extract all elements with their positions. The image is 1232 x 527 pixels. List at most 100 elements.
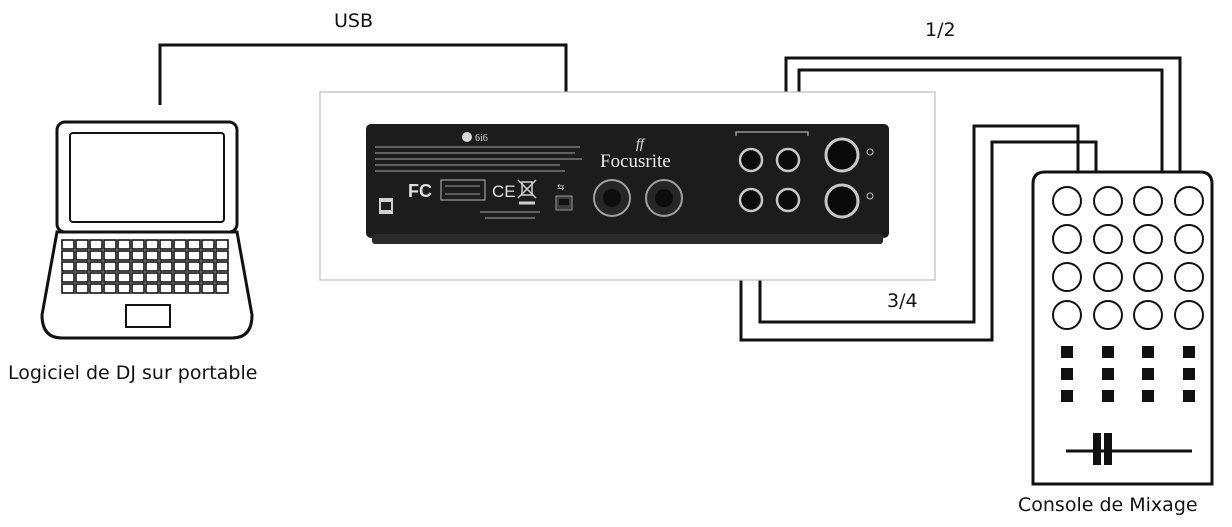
keyboard-key — [159, 261, 173, 272]
model-label: 6i6 — [475, 133, 488, 144]
keyboard-key — [103, 261, 117, 272]
combo-input-2-jack — [824, 183, 860, 219]
mixer-knob — [1174, 262, 1204, 292]
line-output-3-jack — [738, 187, 764, 213]
keyboard-key — [103, 239, 117, 250]
audio-interface: 6i6 FC CE ⇆ — [366, 124, 889, 244]
mixer-knob — [1052, 262, 1082, 292]
mixer-caption: Console de Mixage — [1018, 494, 1198, 516]
keyboard-key — [187, 283, 201, 294]
mixer-button — [1061, 390, 1073, 402]
mixer-button — [1142, 346, 1154, 358]
keyboard-key — [131, 283, 145, 294]
usb-label: USB — [334, 10, 374, 32]
mixer-button — [1142, 368, 1154, 380]
crossfader-icon — [1093, 433, 1101, 465]
mixer-button — [1061, 368, 1073, 380]
mixer-knob — [1174, 186, 1204, 216]
keyboard-key — [89, 261, 103, 272]
output-1-cable — [784, 56, 1182, 172]
keyboard-key — [145, 239, 159, 250]
mixer-knob — [1133, 224, 1163, 254]
keyboard-key — [159, 283, 173, 294]
keyboard-key — [75, 272, 89, 283]
keyboard-key — [131, 272, 145, 283]
line-output-1-jack — [738, 147, 764, 173]
midi-out-port — [645, 179, 683, 217]
weee-bin-icon — [517, 179, 537, 205]
keyboard-key — [159, 272, 173, 283]
mixer-knob — [1052, 300, 1082, 330]
keyboard-key — [131, 250, 145, 261]
keyboard-key — [61, 283, 75, 294]
keyboard-key — [201, 250, 215, 261]
mixer-knob — [1093, 300, 1123, 330]
keyboard-key — [61, 272, 75, 283]
keyboard-key — [103, 283, 117, 294]
keyboard-key — [159, 239, 173, 250]
mixer-knob — [1093, 186, 1123, 216]
line-output-2-jack — [775, 147, 801, 173]
keyboard-key — [215, 250, 229, 261]
keyboard-key — [117, 239, 131, 250]
keyboard-key — [201, 239, 215, 250]
keyboard-key — [61, 239, 75, 250]
keyboard-key — [145, 250, 159, 261]
keyboard-key — [159, 250, 173, 261]
keyboard-key — [131, 261, 145, 272]
brand-name: Focusrite — [600, 151, 671, 172]
keyboard-key — [61, 250, 75, 261]
keyboard-key — [117, 283, 131, 294]
keyboard-key — [173, 250, 187, 261]
mixer-knob — [1052, 186, 1082, 216]
mixer-button — [1061, 346, 1073, 358]
mixer-button — [1102, 368, 1114, 380]
keyboard-key — [187, 261, 201, 272]
mixer-knob — [1133, 262, 1163, 292]
mixer-button — [1183, 368, 1195, 380]
mixer-knob — [1093, 262, 1123, 292]
usb-symbol-icon: ⇆ — [557, 183, 565, 193]
output-3-4-label: 3/4 — [887, 290, 918, 312]
keyboard-key — [187, 250, 201, 261]
mixer-knob — [1052, 224, 1082, 254]
keyboard-key — [201, 283, 215, 294]
mixer-knob — [1093, 224, 1123, 254]
keyboard-key — [103, 250, 117, 261]
mixer-console-icon — [1031, 170, 1214, 486]
keyboard-key — [215, 261, 229, 272]
mixer-button — [1102, 346, 1114, 358]
fcc-mark: FC — [408, 181, 432, 201]
line-output-4-jack — [775, 187, 801, 213]
laptop-caption: Logiciel de DJ sur portable — [8, 362, 258, 384]
ce-mark: CE — [492, 182, 516, 201]
mixer-button — [1142, 390, 1154, 402]
model-logo-icon — [462, 132, 472, 142]
keyboard-key — [173, 261, 187, 272]
keyboard-key — [215, 283, 229, 294]
output-3-cable — [739, 140, 1098, 342]
keyboard-key — [103, 272, 117, 283]
keyboard-key — [201, 272, 215, 283]
output-4-cable — [758, 124, 1080, 324]
keyboard-key — [145, 261, 159, 272]
mixer-button — [1102, 390, 1114, 402]
output-1-2-label: 1/2 — [925, 19, 956, 41]
mixer-button — [1183, 390, 1195, 402]
mixer-knob — [1174, 224, 1204, 254]
keyboard-key — [145, 272, 159, 283]
keyboard-key — [187, 272, 201, 283]
keyboard-key — [201, 261, 215, 272]
mixer-knob — [1133, 186, 1163, 216]
keyboard-key — [145, 283, 159, 294]
keyboard-key — [131, 239, 145, 250]
keyboard-key — [117, 250, 131, 261]
keyboard-key — [117, 272, 131, 283]
brand-mark-icon: ff — [636, 137, 646, 152]
keyboard-key — [173, 283, 187, 294]
keyboard-key — [89, 283, 103, 294]
keyboard-key — [187, 239, 201, 250]
mixer-button — [1183, 346, 1195, 358]
keyboard-key — [75, 261, 89, 272]
